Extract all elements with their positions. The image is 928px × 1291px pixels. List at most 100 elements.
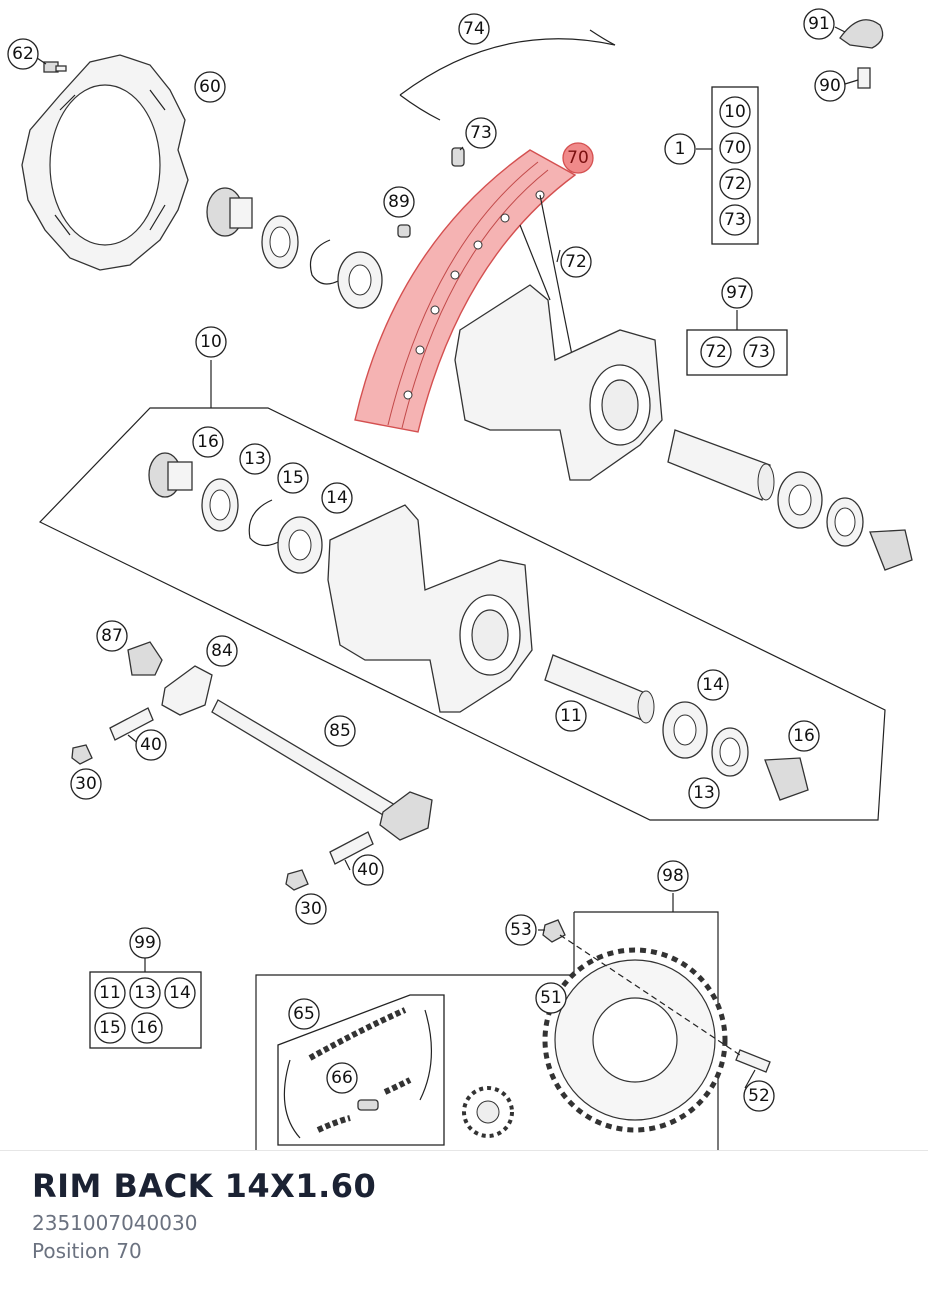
- lower-right-seal[interactable]: [711, 727, 749, 777]
- adjuster-nut-upper[interactable]: [71, 744, 93, 765]
- lower-hub[interactable]: [327, 504, 533, 713]
- disc-bolt[interactable]: [43, 61, 67, 73]
- kit-99-item-15[interactable]: 15: [94, 1012, 126, 1044]
- callout-51[interactable]: 51: [535, 982, 567, 1014]
- svg-text:10: 10: [200, 332, 222, 352]
- callout-14-upper[interactable]: 14: [321, 482, 353, 514]
- kit-99-item-13[interactable]: 13: [129, 977, 161, 1009]
- brake-disc[interactable]: [21, 54, 189, 271]
- front-sprocket[interactable]: [462, 1086, 514, 1138]
- svg-text:73: 73: [724, 210, 746, 230]
- valve-cap[interactable]: [397, 224, 411, 238]
- callout-72[interactable]: 72: [560, 246, 592, 278]
- callout-66[interactable]: 66: [326, 1062, 358, 1094]
- spoke[interactable]: [519, 194, 576, 371]
- svg-text:97: 97: [726, 283, 748, 303]
- callout-65[interactable]: 65: [288, 998, 320, 1030]
- callout-16-upper[interactable]: 16: [192, 426, 224, 458]
- axle-nut[interactable]: [127, 641, 163, 676]
- callout-10[interactable]: 10: [195, 326, 227, 358]
- callout-1[interactable]: 1: [664, 133, 696, 165]
- upper-left-seal[interactable]: [261, 215, 299, 269]
- lower-circlip[interactable]: [248, 499, 283, 547]
- kit-1-item-72[interactable]: 72: [719, 168, 751, 200]
- rear-sprocket[interactable]: [542, 947, 728, 1133]
- kit-1-item-73[interactable]: 73: [719, 204, 751, 236]
- callout-53[interactable]: 53: [505, 914, 537, 946]
- adjuster-screw-lower[interactable]: [329, 831, 374, 865]
- svg-text:16: 16: [136, 1018, 158, 1038]
- adjuster-screw-upper[interactable]: [109, 707, 154, 741]
- callout-73[interactable]: 73: [465, 117, 497, 149]
- svg-text:40: 40: [357, 860, 379, 880]
- rear-axle[interactable]: [211, 699, 396, 819]
- callout-60[interactable]: 60: [194, 71, 226, 103]
- tire-outline[interactable]: [399, 29, 616, 121]
- upper-right-seal[interactable]: [826, 497, 864, 547]
- callout-89[interactable]: 89: [383, 186, 415, 218]
- svg-text:14: 14: [326, 488, 348, 508]
- lower-spacer-tube[interactable]: [544, 654, 655, 724]
- kit-99-item-16[interactable]: 16: [131, 1012, 163, 1044]
- callout-13-upper[interactable]: 13: [239, 443, 271, 475]
- callout-98[interactable]: 98: [657, 860, 689, 892]
- callout-87[interactable]: 87: [96, 620, 128, 652]
- kit-97-item-73[interactable]: 73: [743, 336, 775, 368]
- kit-99-item-14[interactable]: 14: [164, 977, 196, 1009]
- callout-97[interactable]: 97: [721, 277, 753, 309]
- svg-text:16: 16: [197, 432, 219, 452]
- upper-right-bearing[interactable]: [777, 471, 823, 529]
- sprocket-nut[interactable]: [542, 919, 566, 943]
- svg-text:90: 90: [819, 76, 841, 96]
- svg-text:11: 11: [560, 706, 582, 726]
- lower-left-bushing[interactable]: [148, 452, 193, 498]
- svg-text:65: 65: [293, 1004, 315, 1024]
- upper-hub[interactable]: [454, 284, 663, 481]
- callout-85[interactable]: 85: [324, 715, 356, 747]
- spacer-sleeve[interactable]: [857, 67, 871, 89]
- upper-left-bushing[interactable]: [206, 187, 253, 237]
- callout-30-lower[interactable]: 30: [295, 893, 327, 925]
- callout-62[interactable]: 62: [7, 38, 39, 70]
- lower-right-bearing[interactable]: [662, 701, 708, 759]
- callout-99[interactable]: 99: [129, 927, 161, 959]
- upper-spacer-tube[interactable]: [667, 429, 775, 501]
- upper-left-bearing[interactable]: [337, 251, 383, 309]
- chain-master-link[interactable]: [357, 1099, 379, 1111]
- callout-30-upper[interactable]: 30: [70, 768, 102, 800]
- sprocket-bolt[interactable]: [735, 1049, 771, 1073]
- svg-text:89: 89: [388, 192, 410, 212]
- lower-right-bushing[interactable]: [764, 757, 809, 801]
- callout-40-lower[interactable]: 40: [352, 854, 384, 886]
- lower-left-seal[interactable]: [201, 478, 239, 532]
- callout-90[interactable]: 90: [814, 70, 846, 102]
- chain-adjuster-right[interactable]: [379, 791, 433, 841]
- seat-cap[interactable]: [839, 19, 884, 49]
- chain-adjuster-left[interactable]: [161, 665, 213, 716]
- kit-97-item-72[interactable]: 72: [700, 336, 732, 368]
- kit-99-item-11[interactable]: 11: [94, 977, 126, 1009]
- callout-13-lower[interactable]: 13: [688, 777, 720, 809]
- callout-52[interactable]: 52: [743, 1080, 775, 1112]
- callout-91[interactable]: 91: [803, 8, 835, 40]
- kit-1-item-70[interactable]: 70: [719, 132, 751, 164]
- svg-text:14: 14: [169, 983, 191, 1003]
- callout-11[interactable]: 11: [555, 700, 587, 732]
- spoke-nipple[interactable]: [451, 147, 465, 167]
- callout-14-lower[interactable]: 14: [697, 669, 729, 701]
- callout-16-lower[interactable]: 16: [788, 720, 820, 752]
- adjuster-nut-lower[interactable]: [285, 869, 309, 891]
- lower-left-bearing[interactable]: [277, 516, 323, 574]
- upper-circlip[interactable]: [309, 239, 341, 285]
- rim-back[interactable]: [354, 149, 577, 433]
- kit-1-item-10[interactable]: 10: [719, 96, 751, 128]
- callout-84[interactable]: 84: [206, 635, 238, 667]
- callout-70-highlighted[interactable]: 70: [562, 142, 594, 174]
- drive-chain[interactable]: [283, 1007, 432, 1139]
- svg-text:51: 51: [540, 988, 562, 1008]
- callout-15[interactable]: 15: [277, 462, 309, 494]
- callout-74[interactable]: 74: [458, 13, 490, 45]
- svg-text:70: 70: [567, 148, 589, 168]
- callout-40-upper[interactable]: 40: [135, 729, 167, 761]
- upper-right-bushing[interactable]: [869, 529, 913, 571]
